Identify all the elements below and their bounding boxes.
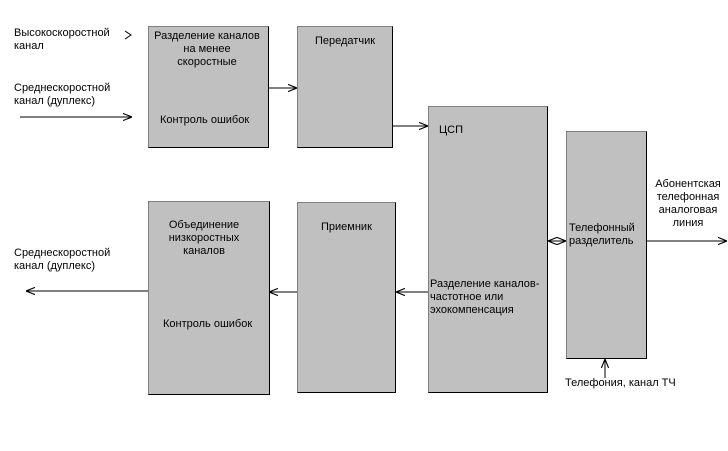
channel-split-title: Разделение каналов на менее скоростные [154, 30, 260, 68]
high-speed-channel-label: Высокоскоростной канал [14, 27, 110, 52]
subscriber-line-label: Абонентская телефонная аналоговая линия [655, 178, 721, 229]
telephony-label: Телефония, канал ТЧ [565, 377, 676, 389]
channel-merge-title: Объединение низкоростных каналов [168, 219, 240, 257]
receiver-label: Приемник [321, 221, 372, 233]
channel-merge-block [148, 201, 270, 395]
transmitter-block [297, 26, 393, 148]
dsp-separation-label: Разделение каналов- частотное или эхоком… [430, 278, 540, 316]
phone-splitter-label: Телефонный разделитель [569, 222, 635, 247]
dsp-block [428, 106, 548, 393]
receiver-block [297, 202, 396, 393]
high-speed-input-arrow [124, 30, 132, 40]
phone-splitter-block [566, 131, 647, 359]
mid-speed-duplex-output-label: Среднескоростной канал (дуплекс) [14, 247, 111, 272]
channel-split-block [148, 26, 269, 148]
channel-split-error-control: Контроль ошибок [160, 114, 250, 126]
transmitter-label: Передатчик [315, 35, 376, 47]
dsp-title: ЦСП [439, 124, 463, 136]
channel-merge-error-control: Контроль ошибок [163, 318, 253, 330]
mid-speed-duplex-input-label: Среднескоростной канал (дуплекс) [14, 82, 111, 107]
